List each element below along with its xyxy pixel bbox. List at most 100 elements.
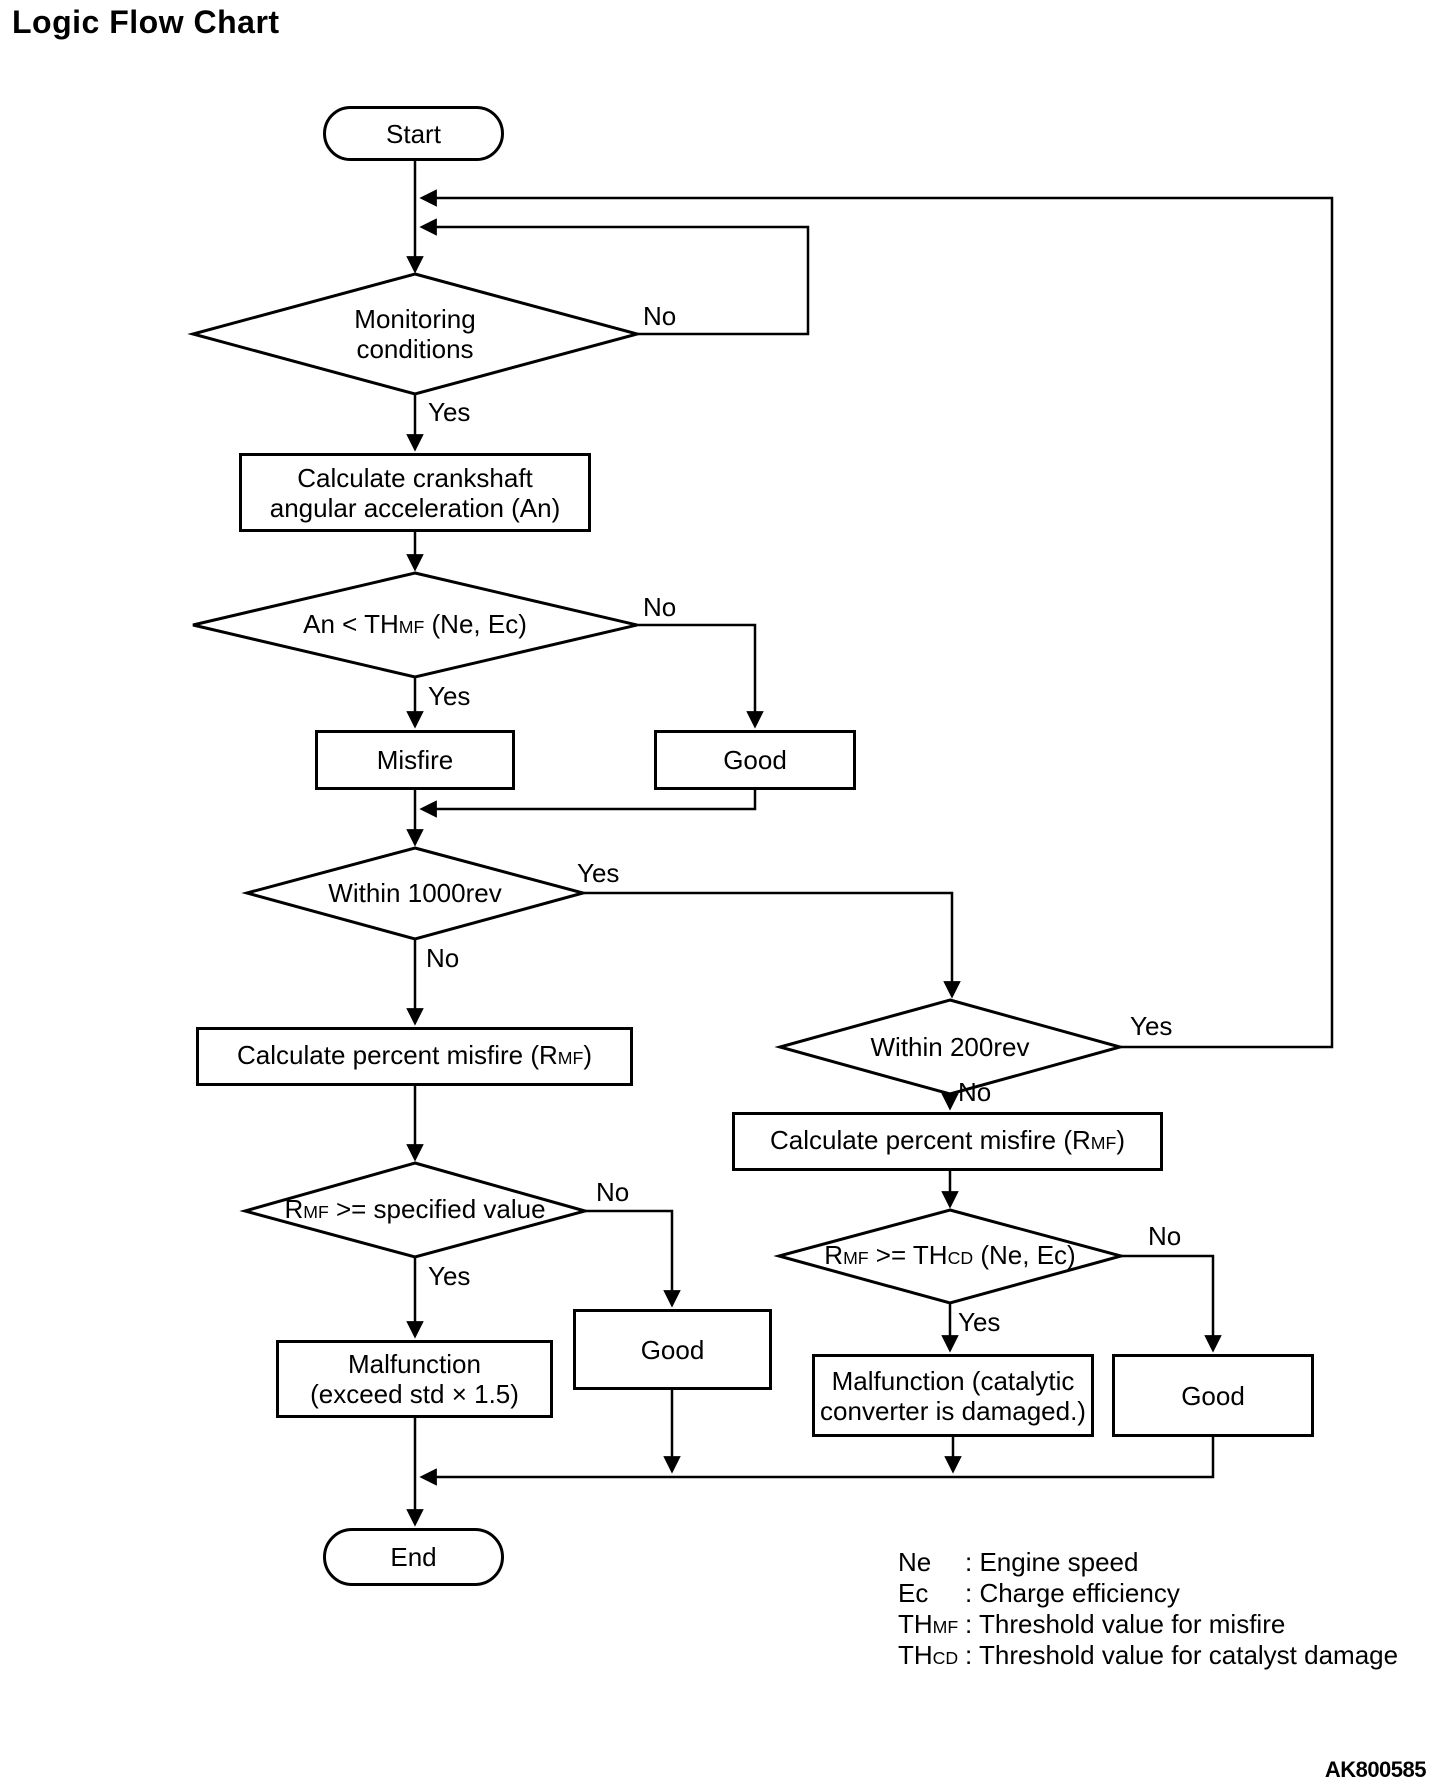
label-within200-no: No: [958, 1077, 992, 1107]
legend-term: Ec: [898, 1579, 965, 1610]
node-malfunction-std-label: Malfunction(exceed std × 1.5): [310, 1349, 519, 1409]
label-monitoring-yes: Yes: [428, 397, 471, 427]
decision-rmf-ge-thcd: [773, 1208, 1127, 1305]
edge-thcd-no-to-good: [1121, 1254, 1222, 1353]
node-malfunction-std: Malfunction(exceed std × 1.5): [276, 1340, 553, 1418]
label-thcd-no: No: [1148, 1221, 1182, 1251]
label-within1000-yes: Yes: [577, 858, 620, 888]
legend-term-sub: CD: [932, 1648, 959, 1668]
text-parts: An < THMF (Ne, Ec): [303, 609, 527, 642]
node-good-top: Good: [654, 730, 856, 790]
legend-term: THCD: [898, 1641, 965, 1672]
legend-term: THMF: [898, 1610, 965, 1641]
legend-desc: : Threshold value for misfire: [965, 1609, 1286, 1639]
text-subscript: MF: [843, 1247, 869, 1268]
text-part: Calculate percent misfire (R: [237, 1040, 558, 1070]
decision-rmf-ge-thcd-label: RMF >= THCD (Ne, Ec): [750, 1240, 1150, 1273]
text-part: ): [1116, 1125, 1125, 1155]
decision-within-1000rev: [241, 846, 589, 941]
legend: Ne : Engine speed Ec : Charge efficiency…: [898, 1548, 1398, 1672]
legend-term: Ne: [898, 1548, 965, 1579]
decision-rmf-ge-specified-label: RMF >= specified value: [215, 1194, 615, 1227]
edge-good-top-return: [419, 790, 757, 818]
page-title: Logic Flow Chart: [12, 4, 280, 40]
legend-item-ec: Ec : Charge efficiency: [898, 1579, 1398, 1610]
label-anth-no: No: [643, 592, 677, 622]
text-line: angular acceleration (An): [269, 492, 561, 523]
text-part: Within 200rev: [870, 1032, 1030, 1062]
text-part: An < TH: [303, 608, 399, 639]
decision-an-lt-thmf-label: An < THMF (Ne, Ec): [215, 609, 615, 642]
text-parts: RMF >= specified value: [284, 1194, 545, 1227]
text-part: >= TH: [868, 1239, 948, 1270]
node-good-left-label: Good: [640, 1334, 705, 1365]
edge-within1000-yes: [583, 891, 961, 999]
text-line: (exceed std × 1.5): [310, 1379, 519, 1409]
text-part: (Ne, Ec): [973, 1239, 1076, 1270]
legend-item-thmf: THMF : Threshold value for misfire: [898, 1610, 1398, 1641]
edge-merge-bottom: [419, 1437, 1215, 1486]
node-calc-percent-misfire-right: Calculate percent misfire (RMF): [732, 1112, 1163, 1171]
text-subscript: CD: [947, 1247, 974, 1268]
node-good-right-label: Good: [1181, 1380, 1245, 1411]
text-line: converter is damaged.): [820, 1395, 1086, 1426]
node-calc-percent-misfire-left-label: Calculate percent misfire (RMF): [237, 1040, 592, 1073]
legend-item-ne: Ne : Engine speed: [898, 1548, 1398, 1579]
node-end-label: End: [390, 1542, 437, 1572]
decision-an-lt-thmf: [192, 571, 638, 679]
text-part: ): [583, 1040, 592, 1070]
edge-rmfspec-no-to-good: [585, 1209, 681, 1308]
legend-item-thcd: THCD : Threshold value for catalyst dama…: [898, 1641, 1398, 1672]
legend-desc: : Charge efficiency: [965, 1578, 1180, 1608]
edge-monitoring-no-loop: [419, 218, 810, 336]
legend-term-main: TH: [898, 1609, 933, 1639]
text-line: Malfunction: [348, 1349, 481, 1379]
label-thcd-yes: Yes: [958, 1307, 1001, 1337]
text-line: Calculate crankshaft: [297, 462, 533, 493]
edge-anth-no-to-good: [637, 623, 764, 729]
text-part: Within 1000rev: [328, 878, 502, 908]
node-good-top-label: Good: [723, 745, 787, 775]
node-good-right: Good: [1112, 1354, 1314, 1437]
decision-within-200rev: [774, 998, 1126, 1096]
legend-desc: : Engine speed: [965, 1547, 1139, 1577]
node-calc-percent-misfire-right-label: Calculate percent misfire (RMF): [770, 1125, 1125, 1158]
text-subscript: MF: [557, 1048, 584, 1068]
text-subscript: MF: [303, 1201, 329, 1222]
text-line: conditions: [356, 334, 474, 364]
decision-monitoring-conditions: [187, 272, 643, 396]
text-line: Malfunction (catalytic: [831, 1365, 1075, 1396]
decision-rmf-ge-specified: [239, 1161, 591, 1259]
label-within1000-no: No: [426, 943, 460, 973]
text-parts: RMF >= THCD (Ne, Ec): [824, 1240, 1075, 1273]
text-line: Monitoring: [354, 304, 476, 334]
figure-code: AK800585: [1324, 1757, 1427, 1782]
node-misfire: Misfire: [315, 730, 515, 790]
label-rmfspec-yes: Yes: [428, 1261, 471, 1291]
legend-term-main: Ne: [898, 1547, 932, 1577]
node-calc-percent-misfire-left: Calculate percent misfire (RMF): [196, 1027, 633, 1086]
text-part: R: [284, 1193, 304, 1224]
legend-desc: : Threshold value for catalyst damage: [965, 1640, 1399, 1670]
text-part: (Ne, Ec): [424, 608, 527, 639]
decision-within-200rev-label: Within 200rev: [800, 1032, 1100, 1062]
legend-term-main: TH: [898, 1640, 933, 1670]
node-good-left: Good: [573, 1309, 772, 1390]
text-part: >= specified value: [328, 1193, 546, 1224]
node-misfire-label: Misfire: [376, 745, 454, 775]
decision-within-1000rev-label: Within 1000rev: [265, 878, 565, 908]
edge-within200-yes-loop: [419, 189, 1334, 1049]
legend-term-main: Ec: [898, 1578, 929, 1608]
label-monitoring-no: No: [643, 301, 677, 331]
text-subscript: MF: [398, 616, 425, 637]
text-part: Calculate percent misfire (R: [770, 1125, 1091, 1155]
label-rmfspec-no: No: [596, 1177, 630, 1207]
